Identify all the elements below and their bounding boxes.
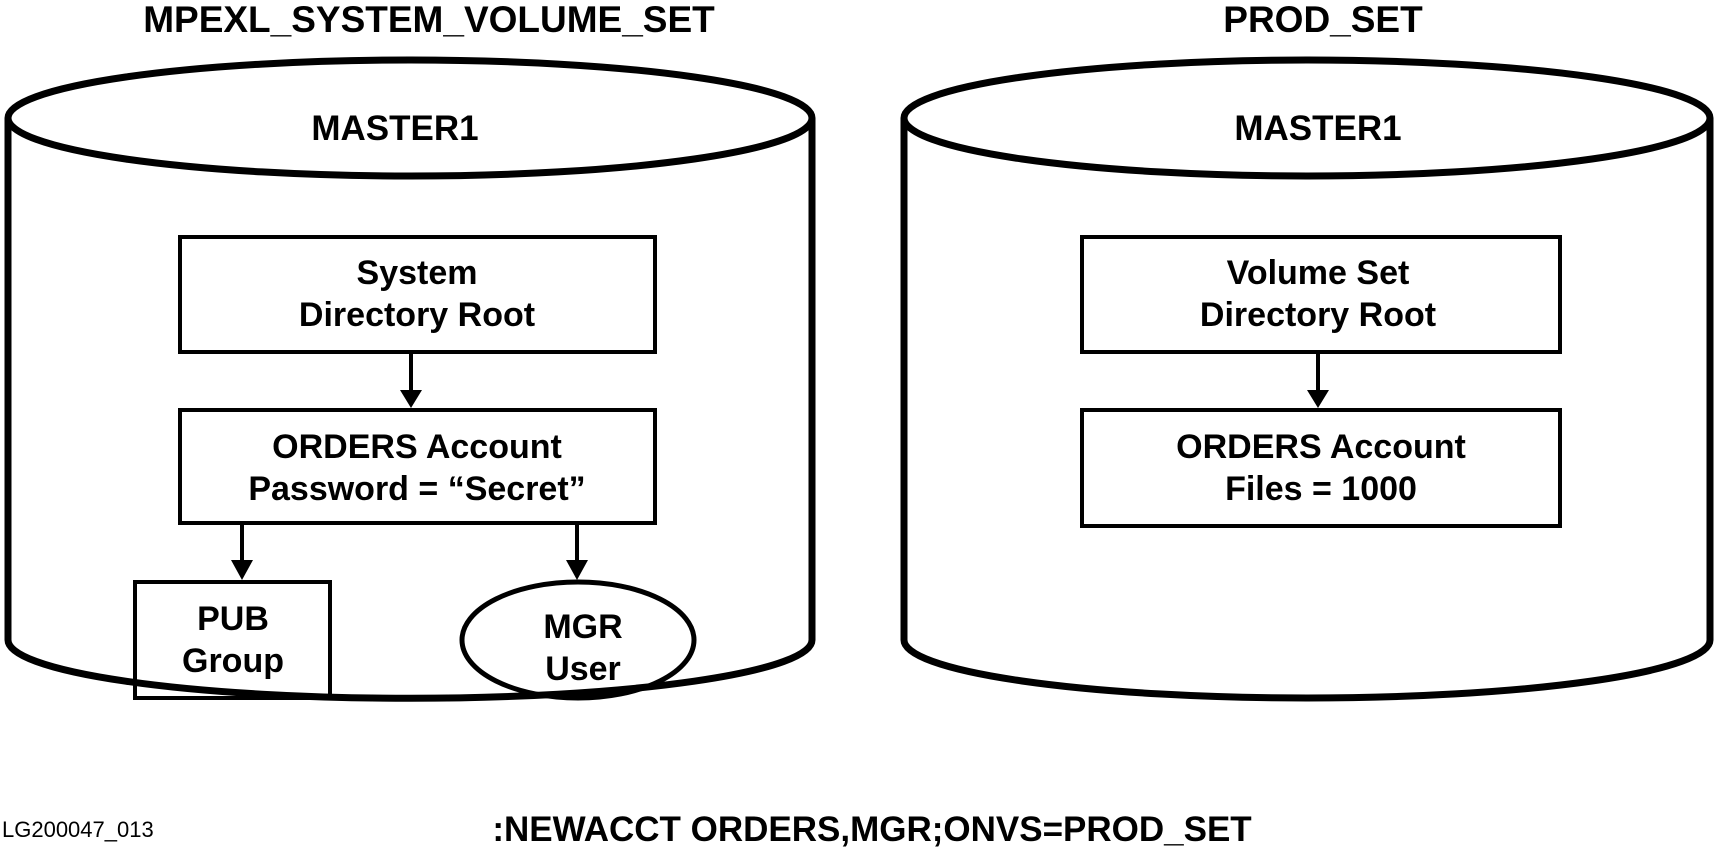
mgr-user-node: MGR User [459,579,697,701]
prod-set-title: PROD_SET [1223,0,1423,40]
figure-id: LG200047_013 [2,817,154,842]
system-directory-root-label-line2: Directory Root [299,296,535,334]
prod-set-volume-name: MASTER1 [1234,109,1401,148]
prod-set-disk [900,56,1714,702]
prod-orders-account-label-line2: Files = 1000 [1225,470,1417,508]
mgr-user-label-line1: MGR [543,608,622,646]
volume-set-directory-root-label-line1: Volume Set [1227,254,1410,292]
prod-set-disk-top [900,56,1714,180]
arrow-root-to-account [400,352,422,408]
prod-orders-account-label-line1: ORDERS Account [1176,428,1466,466]
newacct-command: :NEWACCT ORDERS,MGR;ONVS=PROD_SET [492,810,1251,849]
system-orders-account-label-line1: ORDERS Account [272,428,562,466]
arrow-account-to-user [566,523,588,580]
arrow-volume-root-to-account [1307,352,1329,408]
arrow-account-to-group [231,523,253,580]
mgr-user-label-line2: User [545,650,621,688]
volume-set-directory-root-node: Volume Set Directory Root [1080,235,1562,354]
pub-group-node: PUB Group [133,580,332,700]
system-volume-disk-top [4,56,816,180]
prod-orders-account-node: ORDERS Account Files = 1000 [1080,408,1562,528]
volume-set-directory-root-label-line2: Directory Root [1200,296,1436,334]
system-volume-name: MASTER1 [311,109,478,148]
prod-set-disk-body [900,118,1714,702]
pub-group-label-line1: PUB [197,600,269,638]
system-directory-root-node: System Directory Root [178,235,657,354]
system-orders-account-node: ORDERS Account Password = “Secret” [178,408,657,525]
system-volume-set-title: MPEXL_SYSTEM_VOLUME_SET [143,0,715,40]
system-volume-disk-body [4,118,816,702]
system-volume-disk [4,56,816,702]
system-orders-account-label-line2: Password = “Secret” [248,470,585,508]
system-directory-root-label-line1: System [357,254,478,292]
pub-group-label-line2: Group [182,642,284,680]
